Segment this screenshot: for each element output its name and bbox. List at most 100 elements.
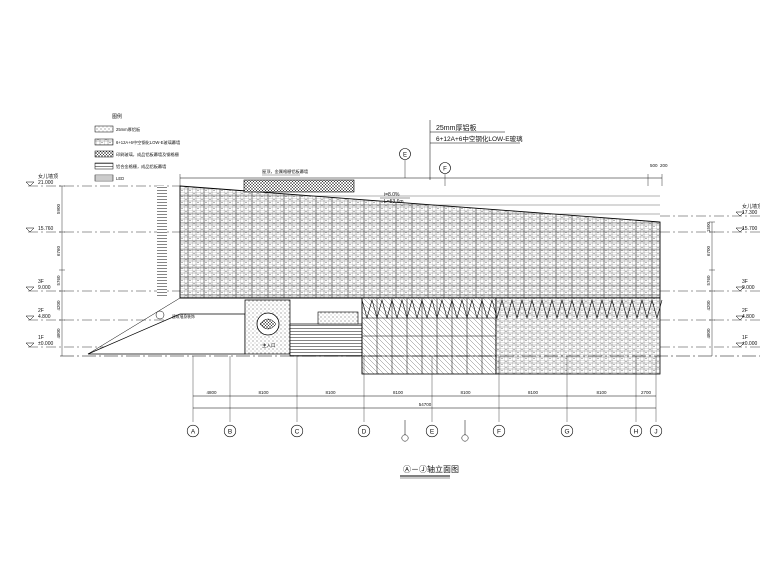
facade-zigzag-band <box>361 298 663 320</box>
callout-aluminum: 25mm厚铝板 <box>436 123 476 132</box>
curtain-mullions <box>361 298 496 374</box>
axis-bubble <box>425 424 439 438</box>
level-value-right: 15.700 <box>742 226 758 232</box>
level-triangle-left <box>25 181 35 187</box>
axis-bubble <box>357 424 371 438</box>
legend: 图例 25mm厚铝板 6+12A+6中空钢化LOW-E玻璃幕墙 印刷玻璃，成品铝… <box>94 113 180 182</box>
legend-item-aluminum: 25mm厚铝板 <box>116 126 141 133</box>
callout-glass: 6+12A+6中空钢化LOW-E玻璃 <box>436 134 523 143</box>
svg-text:500: 500 <box>650 163 658 168</box>
roof-grille-box <box>243 179 355 193</box>
level-value-left: 9.000 <box>38 285 51 291</box>
svg-text:F: F <box>443 167 447 173</box>
bottom-dim-value: 8100 <box>596 390 607 395</box>
slope-length: L=53.6m <box>384 199 404 205</box>
level-name-right: 2F <box>742 308 748 314</box>
building-upper-volume: 屋顶，金属格栅铝板幕墙 i=8.0% L=53.6m <box>157 168 661 299</box>
top-axis-e: E <box>399 148 411 178</box>
bottom-dim-value: 8100 <box>460 390 471 395</box>
entrance-label: 主入口 <box>262 342 276 349</box>
level-triangle-right <box>735 286 745 292</box>
level-triangle-left <box>25 227 35 233</box>
bottom-dim-value: 8100 <box>258 390 269 395</box>
drawing-title-text: Ⓐ－Ⓙ轴立面图 <box>403 464 459 474</box>
axis-bubble <box>649 424 663 438</box>
axis-label: H <box>634 429 639 436</box>
vdim-value-left: 4200 <box>56 300 61 311</box>
bottom-dim-value: 4800 <box>206 390 217 395</box>
level-value-left: 4.800 <box>38 314 51 320</box>
vdim-value-right: 4800 <box>706 328 711 339</box>
legend-swatch-glass <box>94 138 114 146</box>
legend-item-glass: 6+12A+6中空钢化LOW-E玻璃幕墙 <box>116 139 180 146</box>
level-value-right: 17.300 <box>742 210 758 216</box>
axis-label: E <box>430 429 435 436</box>
legend-title: 图例 <box>112 113 122 120</box>
total-dim-value: 54700 <box>419 402 432 407</box>
stair-block <box>289 323 363 357</box>
svg-text:200: 200 <box>660 163 668 168</box>
level-name-left: 女儿墙顶 <box>38 173 58 180</box>
level-value-right: ±0.000 <box>742 341 757 347</box>
vdim-value-right: 6700 <box>706 245 711 256</box>
level-value-right: 9.000 <box>742 285 755 291</box>
top-callout: 25mm厚铝板 6+12A+6中空钢化LOW-E玻璃 <box>429 120 523 180</box>
vdim-value-left: 5760 <box>56 275 61 286</box>
axis-label: J <box>654 429 657 436</box>
vdim-value-right: 4200 <box>706 300 711 311</box>
svg-text:E: E <box>403 153 407 159</box>
legend-swatch-aluminum <box>94 125 114 133</box>
level-value-right: 4.800 <box>742 314 755 320</box>
bottom-dim-value: 2700 <box>641 390 652 395</box>
legend-swatch-led-lines <box>95 176 113 180</box>
axis-label: C <box>295 429 300 436</box>
level-name-right: 1F <box>742 335 748 341</box>
legend-item-grille: 铝合金格栅，成品铝板幕墙 <box>116 163 166 170</box>
legend-swatch-grille <box>94 162 114 170</box>
level-triangle-right <box>735 227 745 233</box>
bottom-dim-value: 8100 <box>325 390 336 395</box>
axis-bubble <box>290 424 304 438</box>
axis-label: B <box>228 429 232 436</box>
building-lower-volume: 主入口 建筑墙身装饰 <box>60 297 760 375</box>
vdim-value-left: 5900 <box>56 203 61 214</box>
axis-bubble <box>629 424 643 438</box>
level-triangle-left <box>25 315 35 321</box>
bottom-dimensions: 4800 8100 8100 8100 8100 8100 8100 2700 54700 <box>192 356 657 422</box>
slope-label: i=8.0% <box>384 192 400 198</box>
level-name-right: 3F <box>742 279 748 285</box>
left-edge-strip <box>157 186 167 298</box>
canopy-block <box>317 311 359 325</box>
axis-bubble <box>492 424 506 438</box>
level-name-left: 3F <box>38 279 44 285</box>
facade-grid <box>180 186 660 298</box>
drawing-title: Ⓐ－Ⓙ轴立面图 <box>400 464 459 479</box>
left-vertical-dimensions: 5900 6760 5760 4200 4800 <box>56 185 65 356</box>
level-name-left: 1F <box>38 335 44 341</box>
legend-item-printed: 印刷玻璃，成品铝板幕墙及钢格栅 <box>116 151 179 158</box>
vdim-value-left: 4800 <box>56 328 61 339</box>
axis-label: D <box>362 429 367 436</box>
axis-bubble <box>560 424 574 438</box>
bottom-dim-value: 8100 <box>393 390 404 395</box>
legend-swatch-led <box>94 174 114 182</box>
vdim-value-right: 5760 <box>706 275 711 286</box>
vdim-value-right: 1500 <box>706 221 711 232</box>
level-name-left: 2F <box>38 308 44 314</box>
axis-label: F <box>497 429 501 436</box>
bottom-dim-value: 8100 <box>528 390 539 395</box>
vdim-value-left: 6760 <box>56 245 61 256</box>
level-value-left: 15.760 <box>38 226 54 232</box>
level-value-left: 21.000 <box>38 180 54 186</box>
level-name-right: 女儿墙顶 <box>742 203 760 210</box>
top-axis-f: F <box>439 162 451 186</box>
axis-label: A <box>191 429 196 436</box>
level-triangle-left <box>25 342 35 348</box>
level-triangle-right <box>735 211 745 217</box>
level-triangle-right <box>735 342 745 348</box>
level-triangle-right <box>735 315 745 321</box>
zigzag-line <box>361 298 663 320</box>
